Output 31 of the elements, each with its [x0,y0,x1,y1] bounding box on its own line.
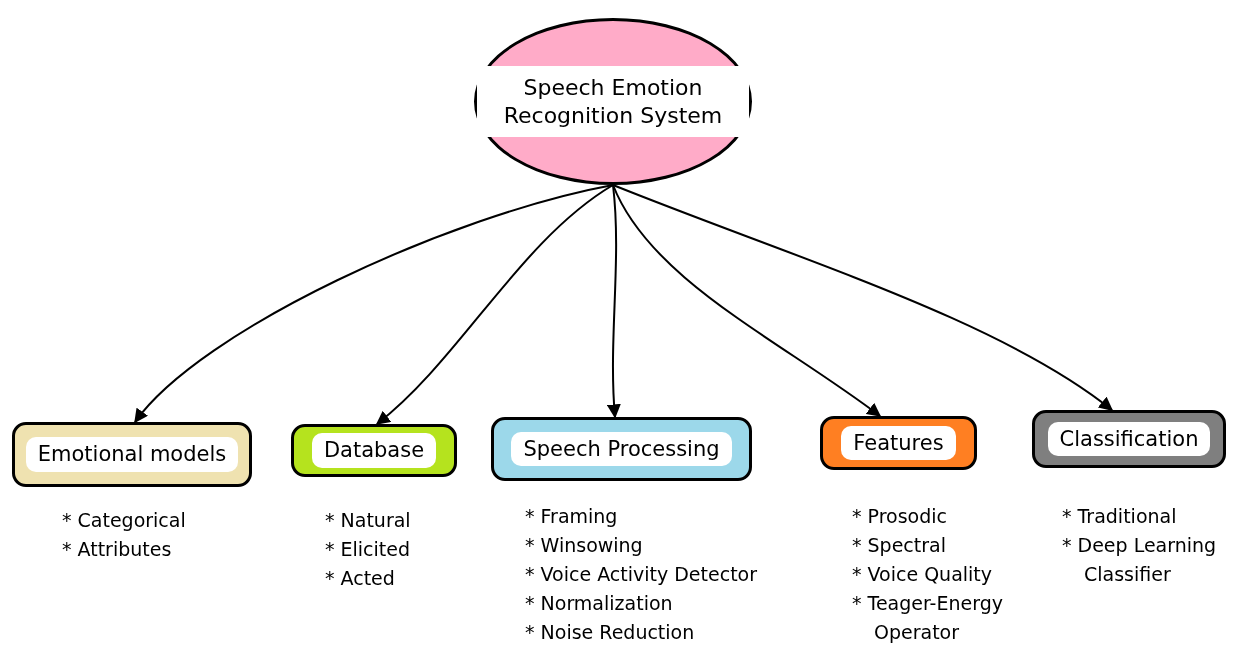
bullet-item: * Framing [525,504,619,529]
bullet-item: * Attributes [62,537,173,562]
bullet-item: * Traditional [1062,504,1178,529]
rounded-box [291,424,457,477]
arrow [375,184,614,425]
bullet-item: * Teager-Energy Operator [852,591,1004,645]
bullet-item: * Voice Quality [852,562,994,587]
bullet-item: * Elicited [325,537,412,562]
node-label: Speech Processing [511,431,732,467]
bullet-item: * Winsowing [525,533,644,558]
rounded-box [491,417,752,481]
bullet-item: * Spectral [852,533,947,558]
node-label: Features [841,425,956,461]
bullet-item: * Acted [325,566,396,591]
rounded-box [820,416,977,470]
bullet-item: * Categorical [62,508,187,533]
arrow [607,184,622,419]
node-label: Emotional models [25,437,239,472]
bullet-item: * Voice Activity Detector [525,562,759,587]
bullet-item: * Prosodic [852,504,948,529]
node-label: Classification [1047,421,1211,457]
bullet-item: * Deep Learning Classifier [1062,533,1218,587]
node-label: Speech Emotion Recognition System [477,66,749,137]
rounded-box [1032,410,1226,468]
node-label: Database [311,433,437,468]
bullet-item: * Natural [325,508,412,533]
bullet-item: * Normalization [525,591,674,616]
arrow [612,184,882,417]
bullet-item: * Noise Reduction [525,620,696,645]
rounded-box [12,422,252,487]
arrow [612,184,1114,411]
